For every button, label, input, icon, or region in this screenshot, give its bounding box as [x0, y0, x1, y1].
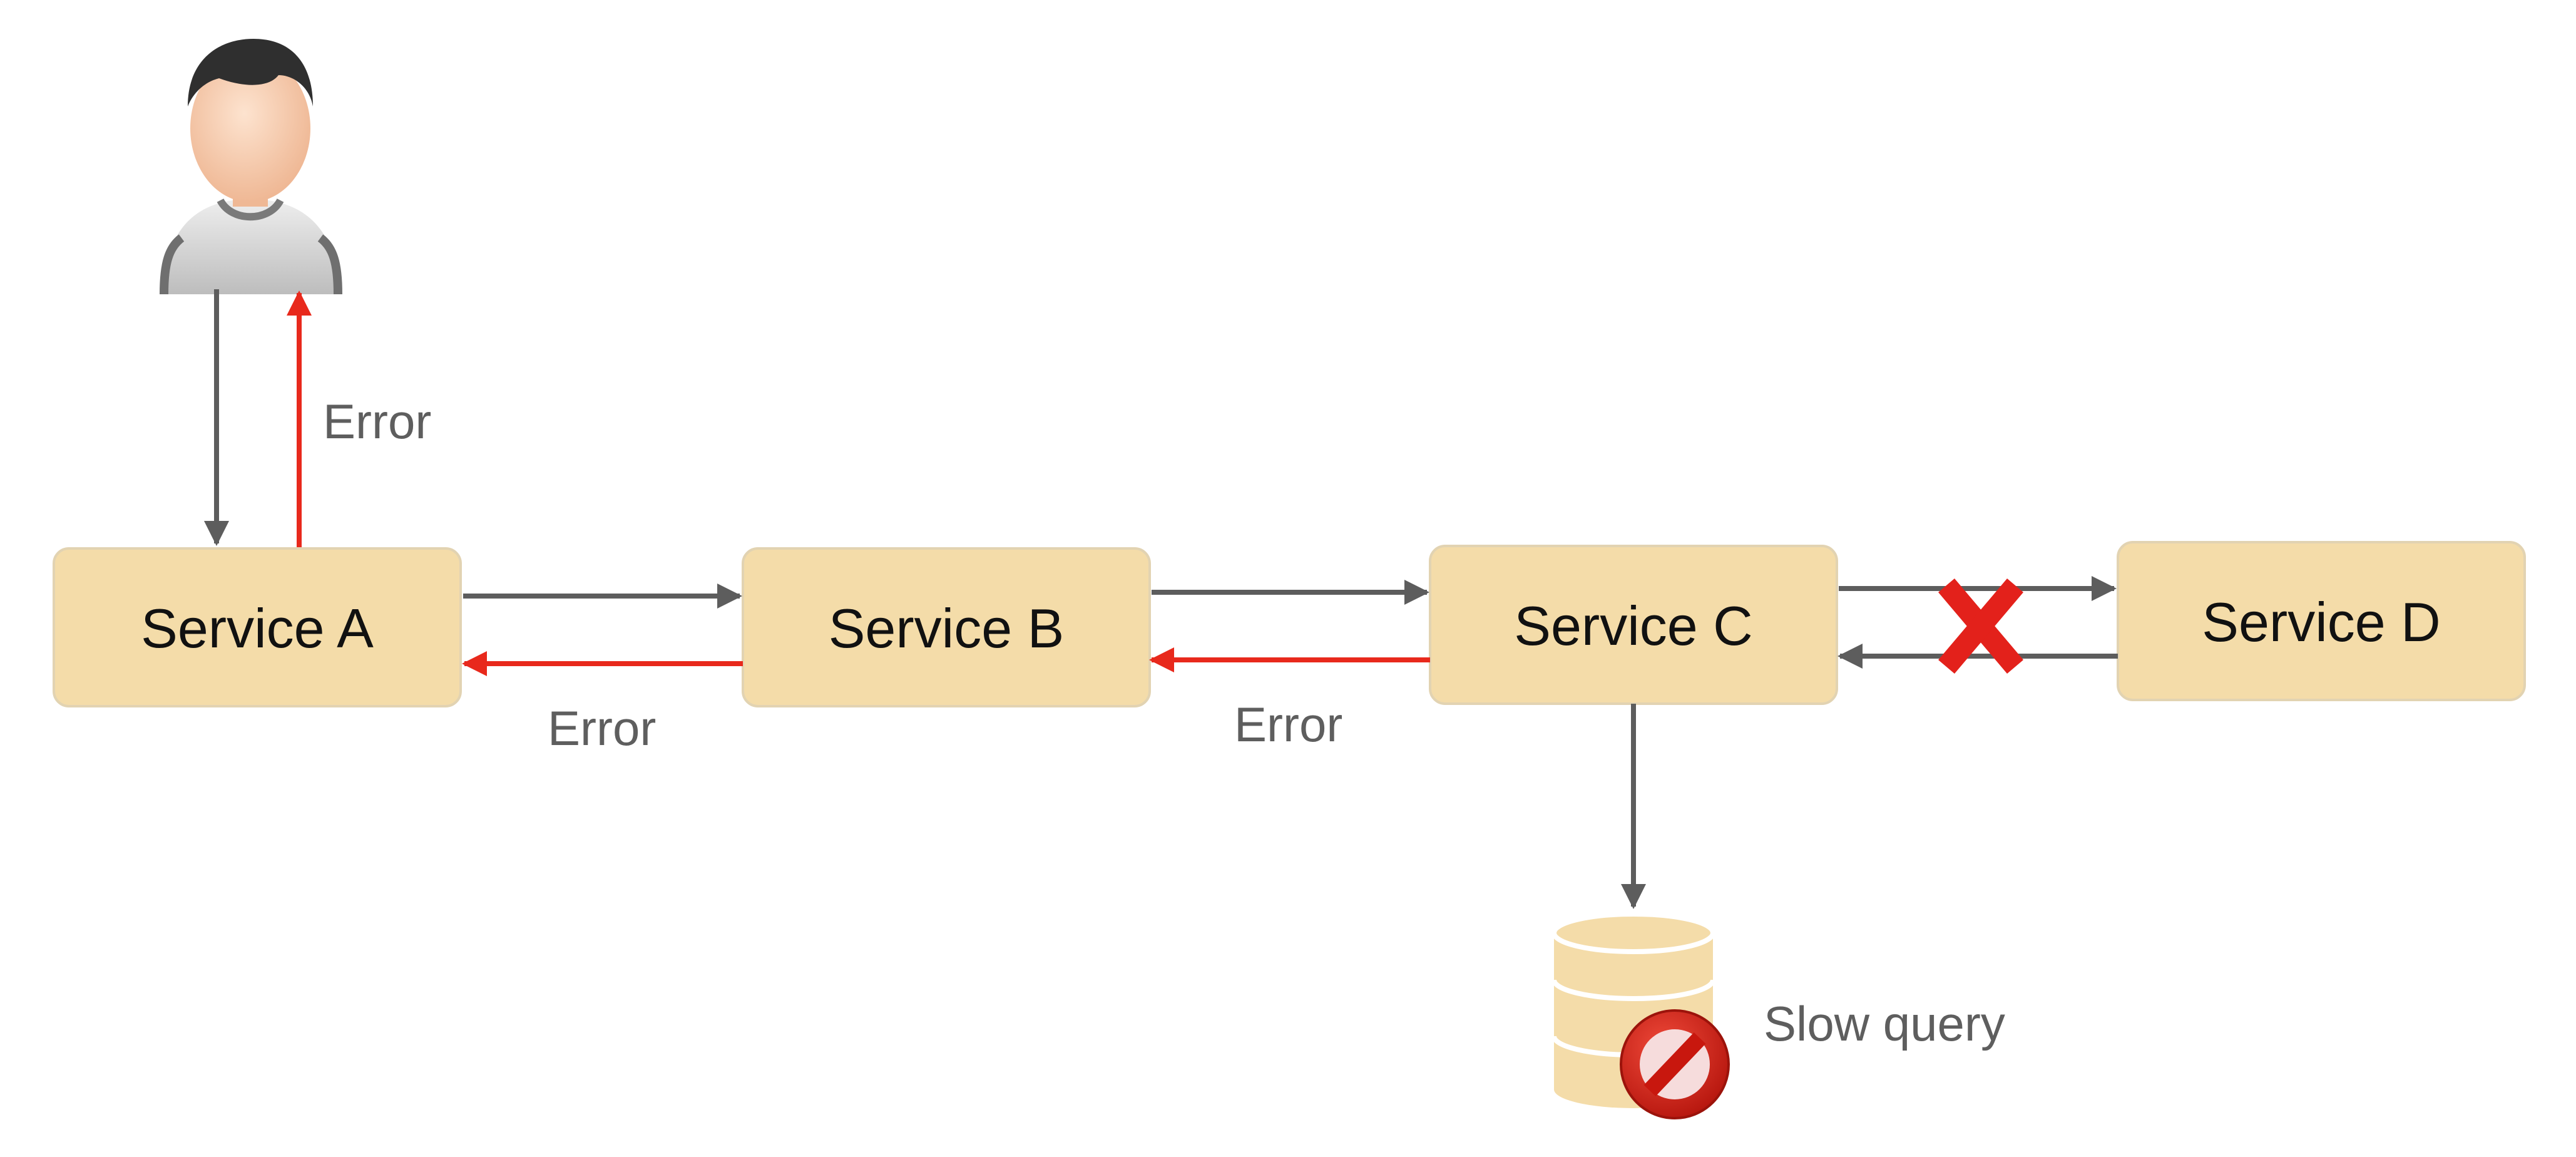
- c-to-b-error-label: Error: [1234, 697, 1342, 752]
- service-d-label: Service D: [2202, 591, 2440, 653]
- service-b-label: Service B: [829, 597, 1065, 659]
- no-entry-icon: [1620, 1009, 1730, 1119]
- service-a-label: Service A: [141, 597, 374, 659]
- service-a-box: Service A: [53, 547, 462, 707]
- service-d-box: Service D: [2117, 541, 2526, 701]
- user-error-label: Error: [323, 394, 431, 449]
- user-avatar-icon: [160, 39, 342, 295]
- red-x-icon: [1938, 578, 2023, 674]
- service-c-label: Service C: [1514, 595, 1752, 657]
- service-c-box: Service C: [1429, 545, 1838, 705]
- slow-query-label: Slow query: [1764, 996, 2005, 1051]
- b-to-a-error-label: Error: [548, 701, 656, 756]
- service-b-box: Service B: [742, 547, 1151, 707]
